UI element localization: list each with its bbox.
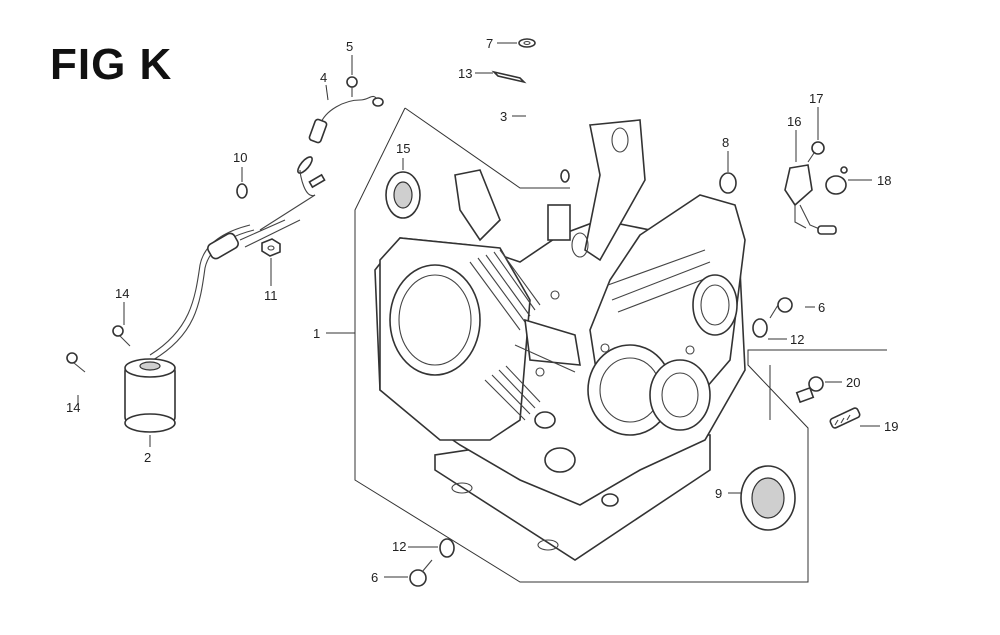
callout-13: 13 [458, 66, 472, 81]
callout-12b: 12 [392, 539, 406, 554]
callout-15: 15 [396, 141, 410, 156]
callout-3: 3 [500, 109, 507, 124]
callout-5: 5 [346, 39, 353, 54]
callout-17: 17 [809, 91, 823, 106]
assembly-bracket-lines [354, 107, 887, 583]
callout-19: 19 [884, 419, 898, 434]
callout-6b: 6 [371, 570, 378, 585]
callout-6a: 6 [818, 300, 825, 315]
callout-4: 4 [320, 70, 327, 85]
hardware-parts [66, 38, 861, 587]
callout-labels: 1 2 3 4 5 6 6 7 8 9 10 11 12 12 13 14 14… [66, 36, 898, 585]
callout-20: 20 [846, 375, 860, 390]
callout-14a: 14 [115, 286, 129, 301]
callout-14b: 14 [66, 400, 80, 415]
callout-16: 16 [787, 114, 801, 129]
breather-tube-part [528, 88, 570, 183]
callout-10: 10 [233, 150, 247, 165]
callout-1: 1 [313, 326, 320, 341]
callout-9: 9 [715, 486, 722, 501]
ground-wire-part [308, 95, 384, 144]
ignition-coil-part [124, 156, 326, 433]
callout-7: 7 [486, 36, 493, 51]
callout-11: 11 [264, 288, 278, 303]
callout-18: 18 [877, 173, 891, 188]
crankcase-part [374, 119, 746, 561]
callout-12a: 12 [790, 332, 804, 347]
leader-lines [77, 42, 880, 578]
figure-title: FIG K [50, 40, 173, 89]
callout-2: 2 [144, 450, 151, 465]
callout-8: 8 [722, 135, 729, 150]
